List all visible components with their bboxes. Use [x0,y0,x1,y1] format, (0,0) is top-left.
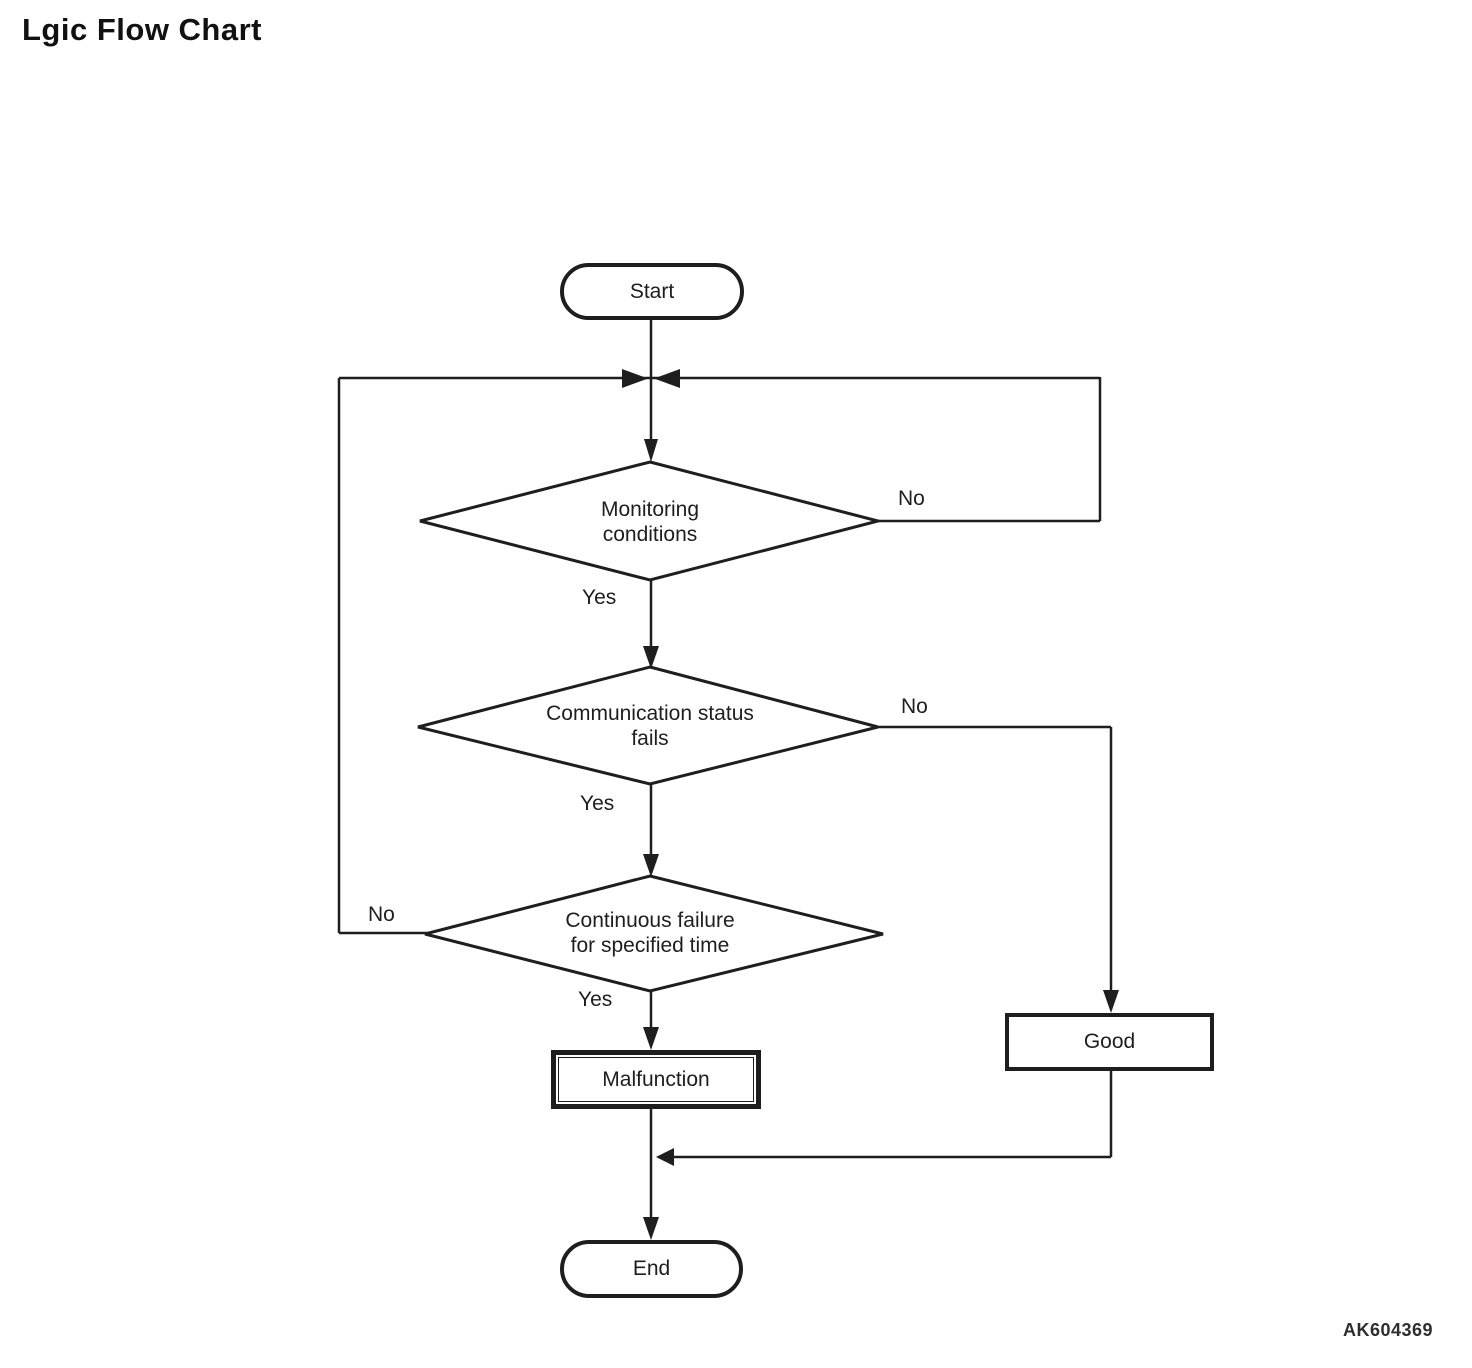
diamond-communication-status [417,665,879,786]
edge-label-monitoring-yes: Yes [582,586,617,609]
edge-label-continuous-yes: Yes [578,988,613,1011]
arrow-into-continuous [643,854,659,877]
node-malfunction-label: Malfunction [602,1067,710,1091]
node-good-label: Good [1083,1030,1136,1053]
arrowheads [622,369,1119,1240]
node-good: Good [1005,1013,1214,1071]
edge-label-monitoring-no: No [898,487,925,510]
edge-label-comm-yes: Yes [580,792,615,815]
decision-shapes [417,460,884,993]
arrow-into-end [643,1217,659,1240]
node-start-label: Start [629,279,675,303]
node-continuous-failure-label: Continuous failure for specified time [565,909,735,957]
arrow-into-monitoring [644,439,658,462]
node-end-label: End [632,1257,671,1280]
edge-label-comm-no: No [901,695,928,718]
page-title: Lgic Flow Chart [22,12,262,47]
diamond-monitoring-conditions [419,460,884,582]
connector-lines [337,319,1113,1219]
arrow-junction-right [622,369,648,388]
node-malfunction: Malfunction [551,1050,761,1109]
node-monitoring-conditions-label: Monitoring conditions [600,498,700,546]
arrow-merge-left [656,1148,674,1166]
node-communication-status-label: Communication status fails [546,702,754,750]
arrow-into-good [1103,990,1119,1013]
edge-label-continuous-no: No [368,903,395,926]
arrow-into-comm-status [643,646,659,669]
arrow-junction-left [654,369,680,388]
node-start: Start [560,263,744,320]
node-end: End [560,1240,743,1298]
figure-code-watermark: AK604369 [1343,1320,1434,1340]
diamond-continuous-failure [424,874,884,993]
arrow-into-malfunction [643,1027,659,1050]
